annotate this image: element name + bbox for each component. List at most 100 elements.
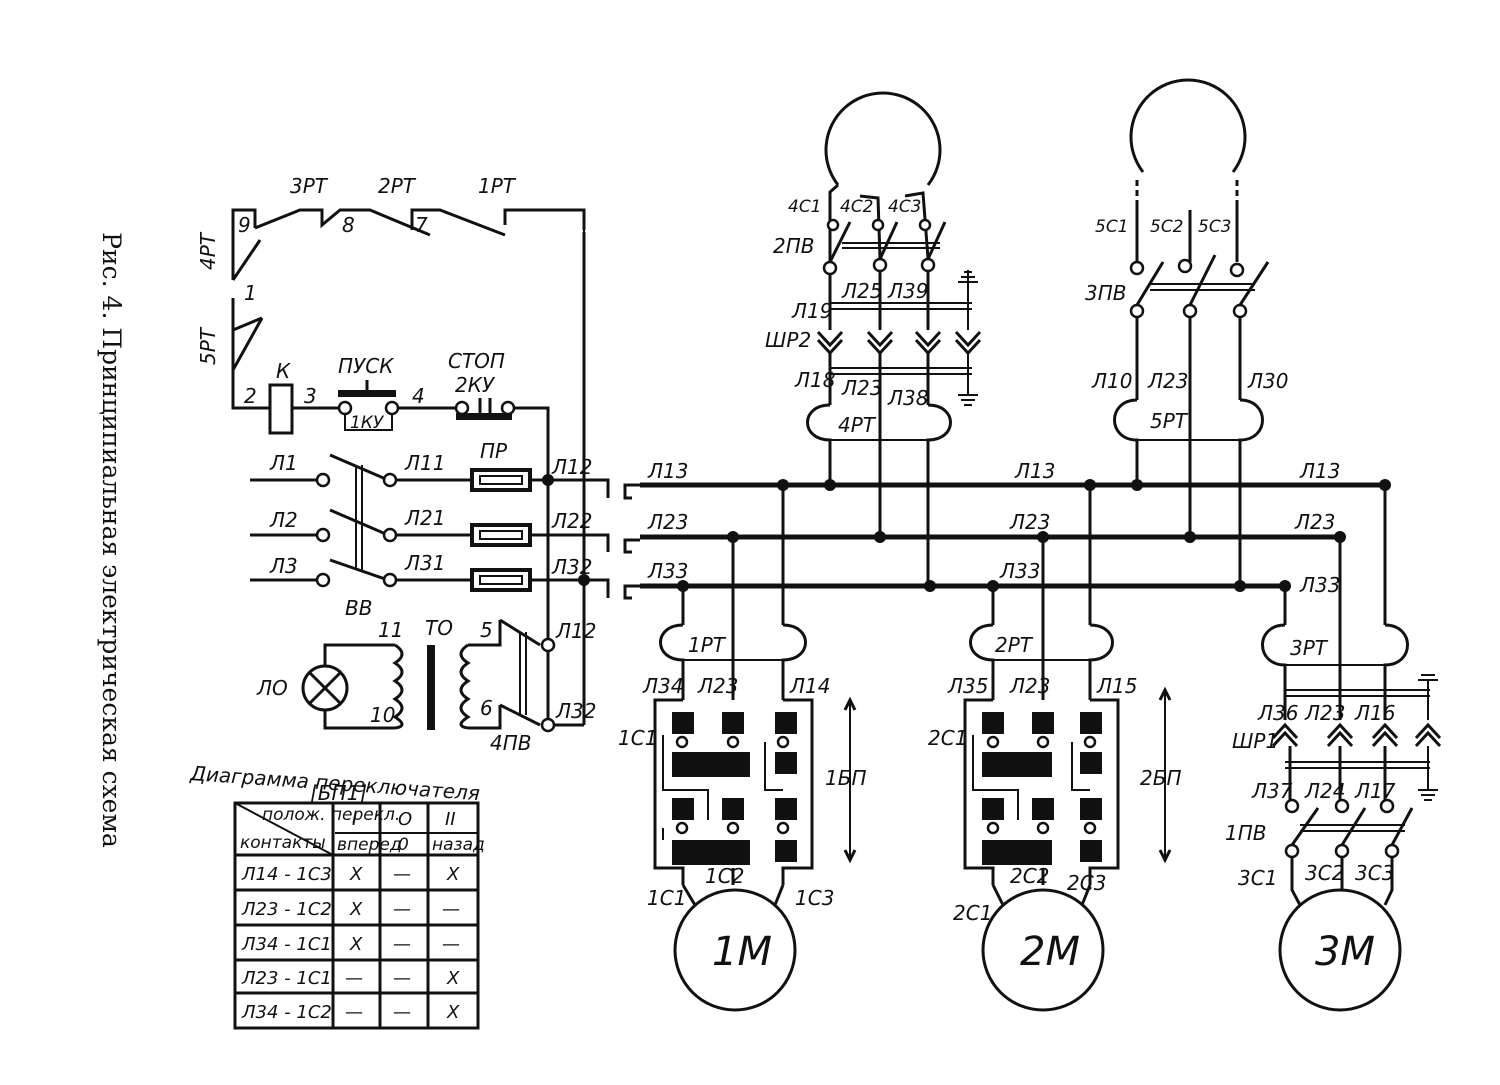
switch-table-row5-v1: — bbox=[345, 1002, 363, 1023]
motor3-relay-label: 3РТ bbox=[1290, 636, 1329, 660]
switch-table-row5-v2: — bbox=[393, 1002, 411, 1023]
switch-out-l21: Л21 bbox=[404, 506, 446, 530]
node-3: 3 bbox=[304, 384, 317, 408]
motor1-wire-l23: Л23 bbox=[697, 674, 739, 698]
switch-table-col2-label: 0 bbox=[398, 835, 409, 855]
switch-table-row5-contact: Л34 - 1С2 bbox=[241, 1002, 332, 1023]
lamp-label: ЛО bbox=[256, 676, 288, 700]
fuse-label: ПР bbox=[480, 439, 508, 463]
switch-table-corner-bottom: контакты bbox=[240, 833, 326, 853]
motor3-wire-l17: Л17 bbox=[1354, 779, 1396, 803]
upper-motor-2 bbox=[1113, 78, 1270, 586]
breaker-label: ВВ bbox=[345, 596, 372, 620]
upper1-switch-label: 2ПВ bbox=[773, 234, 814, 258]
switch-table-row1-v3: X bbox=[446, 864, 460, 885]
relay-contact-5rt: 5РТ bbox=[196, 326, 220, 365]
lighting-switch-label: 4ПВ bbox=[490, 731, 531, 755]
stop-button-label: СТОП bbox=[448, 349, 505, 373]
motor3-wire-l24: Л24 bbox=[1304, 779, 1346, 803]
node-8: 8 bbox=[342, 213, 355, 237]
bus-l33-b: Л33 bbox=[999, 559, 1041, 583]
upper1-plug-label: ШР2 bbox=[765, 328, 811, 352]
phase-l1: Л1 bbox=[269, 451, 298, 475]
motor3-terminal-3c2: 3С2 bbox=[1305, 861, 1344, 885]
switch-table-row2-v2: — bbox=[393, 899, 411, 920]
node-1: 1 bbox=[244, 281, 257, 305]
upper2-wire-l23: Л23 bbox=[1147, 369, 1189, 393]
switch-table-col3-num: II bbox=[445, 809, 456, 830]
switch-table-row1-contact: Л14 - 1С3 bbox=[241, 864, 332, 885]
node-6: 6 bbox=[480, 696, 493, 720]
motor1-terminal-1c1-top: 1С1 bbox=[618, 726, 657, 750]
motor3-plug-wire-l36: Л36 bbox=[1257, 701, 1299, 725]
motor3-terminal-3c3: 3С3 bbox=[1355, 861, 1394, 885]
switch-table-row4-v1: — bbox=[345, 968, 363, 989]
switch-table-row3-contact: Л34 - 1С1 bbox=[241, 934, 332, 955]
switch-table-row3-v3: — bbox=[442, 934, 460, 955]
motor3-plug-wire-l16: Л16 bbox=[1354, 701, 1396, 725]
switch-out-l11: Л11 bbox=[404, 451, 446, 475]
relay-contact-1rt: 1РТ bbox=[478, 174, 517, 198]
stop-button-id: 2КУ bbox=[455, 373, 496, 397]
motor2-wire-l35: Л35 bbox=[947, 674, 989, 698]
motor1-terminal-1c1: 1С1 bbox=[647, 886, 686, 910]
switch-table-row2-v1: X bbox=[349, 899, 363, 920]
upper1-plug-wire-l25: Л25 bbox=[841, 279, 883, 303]
motor2-terminal-2c1: 2С1 bbox=[953, 901, 992, 925]
switch-table-row4-contact: Л23 - 1С1 bbox=[241, 968, 332, 989]
motor1-wire-l34: Л34 bbox=[642, 674, 684, 698]
motor1-terminal-1c2: 1С2 bbox=[705, 864, 744, 888]
transformer-label: ТО bbox=[425, 616, 453, 640]
motor2-name: 2М bbox=[1020, 929, 1080, 975]
upper2-wire-l30: Л30 bbox=[1247, 369, 1289, 393]
motor2-relay-label: 2РТ bbox=[995, 633, 1034, 657]
motor2-wire-l23: Л23 bbox=[1009, 674, 1051, 698]
relay-contact-4rt: 4РТ bbox=[196, 231, 220, 270]
motor3-plug-label: ШР1 bbox=[1232, 729, 1278, 753]
switch-table-row5-v3: X bbox=[446, 1002, 460, 1023]
switch-table-corner-top: полож. перекл. bbox=[262, 805, 400, 825]
switch-table-row3-v2: — bbox=[393, 934, 411, 955]
motor1-relay-label: 1РТ bbox=[688, 633, 727, 657]
switch-table-col2-num: О bbox=[398, 809, 412, 830]
switch-table-col1-num: I bbox=[352, 809, 357, 830]
motor2-terminal-2c3: 2С3 bbox=[1067, 871, 1106, 895]
bus-l13-a: Л13 bbox=[647, 459, 689, 483]
switch-table-col1-label: вперед bbox=[337, 835, 402, 855]
upper1-relay-label: 4РТ bbox=[838, 413, 877, 437]
upper2-wire-l10: Л10 bbox=[1091, 369, 1133, 393]
motor1-switch-label: 1БП bbox=[825, 766, 866, 790]
bus-l13-c: Л13 bbox=[1299, 459, 1341, 483]
bus-l33-c: Л33 bbox=[1299, 573, 1341, 597]
node-11: 11 bbox=[378, 618, 403, 642]
fuse-out-l12: Л12 bbox=[551, 455, 593, 479]
upper1-terminal-4c3: 4С3 bbox=[888, 197, 922, 217]
upper-motor-1 bbox=[806, 91, 982, 586]
switch-table-row2-contact: Л23 - 1С2 bbox=[241, 899, 332, 920]
motor-3m-group bbox=[1261, 485, 1442, 1012]
node-10: 10 bbox=[370, 703, 395, 727]
switch-out-l31: Л31 bbox=[404, 551, 446, 575]
node-7: 7 bbox=[415, 213, 428, 237]
fuse-out-l22: Л22 bbox=[551, 509, 593, 533]
lighting-circuit bbox=[301, 580, 586, 733]
fuse-out-l32: Л32 bbox=[551, 555, 593, 579]
upper2-relay-label: 5РТ bbox=[1150, 409, 1189, 433]
switch-diagram: Диаграмма переключателя [БП1] полож. пер… bbox=[189, 761, 485, 1030]
switch-table-row4-v2: — bbox=[393, 968, 411, 989]
upper1-plug-wire-l19: Л19 bbox=[791, 299, 833, 323]
upper1-terminal-4c2: 4С2 bbox=[840, 197, 874, 217]
upper1-relay-wire-l38: Л38 bbox=[887, 386, 929, 410]
motor2-wire-l15: Л15 bbox=[1096, 674, 1138, 698]
node-9: 9 bbox=[238, 213, 251, 237]
start-button-id: 1КУ bbox=[350, 413, 385, 433]
motor1-terminal-1c3: 1С3 bbox=[795, 886, 834, 910]
node-2: 2 bbox=[244, 384, 257, 408]
motor3-terminal-3c1: 3С1 bbox=[1238, 866, 1277, 890]
motor1-wire-l14: Л14 bbox=[789, 674, 831, 698]
motor2-switch-label: 2БП bbox=[1140, 766, 1181, 790]
upper2-switch-label: 3ПВ bbox=[1085, 281, 1126, 305]
bus-l33-a: Л33 bbox=[647, 559, 689, 583]
upper2-terminal-5c1: 5С1 bbox=[1095, 217, 1129, 237]
